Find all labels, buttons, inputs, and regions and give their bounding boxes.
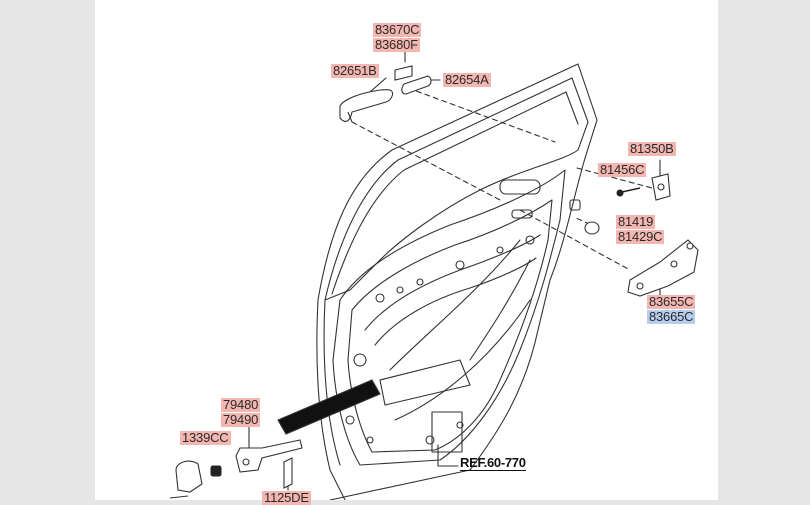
callout-83655C: 83655C [647,294,696,309]
door-latch [627,239,699,297]
check-bolt [283,457,293,489]
callout-81456C: 81456C [598,162,647,177]
door-check-strap [235,379,381,473]
callout-81419: 81419 [616,214,656,229]
check-nut [210,465,222,477]
outside-handle [339,89,394,123]
door-outer-frame [317,63,598,500]
door-inner-panel [332,169,566,466]
callout-82651B: 82651B [331,63,379,78]
callout-81350B: 81350B [628,141,676,156]
callout-1125DE: 1125DE [262,490,311,505]
callout-83670C: 83670C [373,22,422,37]
callout-79490: 79490 [221,412,261,427]
striker-bolt [616,187,641,197]
callout-79480: 79480 [221,397,261,412]
callout-1339CC: 1339CC [180,430,231,445]
reference-label: REF.60-770 [460,455,526,471]
door-window-frame [324,77,589,301]
callout-83665C: 83665C [647,309,696,324]
handle-cap [394,65,413,81]
rod-clip [584,221,600,235]
handle-gasket [401,75,432,95]
callout-82654A: 82654A [443,72,491,87]
regulator-rail [379,359,471,406]
callout-83680F: 83680F [373,37,420,52]
door-hinge [169,460,203,499]
striker [651,173,671,201]
callout-81429C: 81429C [616,229,665,244]
